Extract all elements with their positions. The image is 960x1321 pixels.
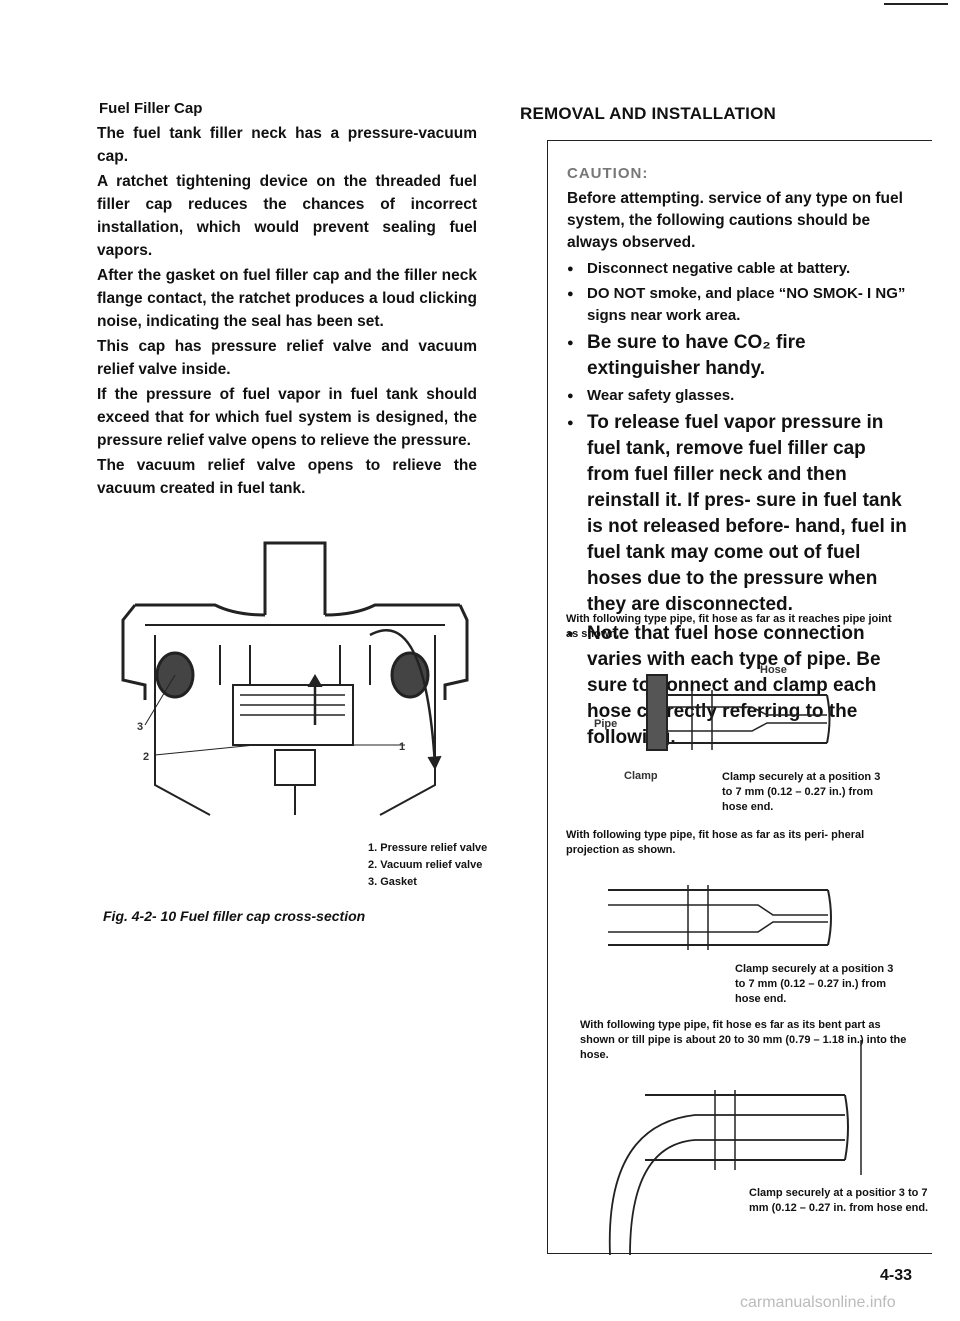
paragraph: This cap has pressure relief valve and v… <box>97 338 477 378</box>
diagram2-clamp-note: Clamp securely at a position 3 to 7 mm (… <box>735 963 894 1005</box>
list-item: DO NOT smoke, and place “NO SMOK- I NG” … <box>567 283 911 327</box>
hose-peripheral-projection-diagram <box>608 885 832 950</box>
caution-label: CAUTION: <box>567 165 649 182</box>
callout-2: 2 <box>143 751 149 763</box>
callout-1: 1 <box>399 741 405 753</box>
paragraph: If the pressure of fuel vapor in fuel ta… <box>97 386 477 449</box>
list-item: To release fuel vapor pressure in fuel t… <box>567 410 911 618</box>
pipe-label: Pipe <box>594 718 617 730</box>
paragraph: After the gasket on fuel filler cap and … <box>97 267 477 330</box>
list-item: Disconnect negative cable at battery. <box>567 258 911 280</box>
hose-pipe-joint-diagram: Hose Pipe Clamp <box>594 664 831 782</box>
figure-caption: Fig. 4-2- 10 Fuel filler cap cross-secti… <box>103 908 366 924</box>
diagram1-intro: With following type pipe, fit hose as fa… <box>566 613 892 640</box>
diagram2-intro: With following type pipe, fit hose as fa… <box>566 829 865 856</box>
watermark: carmanualsonline.info <box>740 1294 896 1311</box>
legend-item: 1. Pressure relief valve <box>368 842 488 854</box>
hose-bent-pipe-diagram <box>608 1040 862 1256</box>
diagram1-clamp-note: Clamp securely at a position 3 to 7 mm (… <box>722 771 881 813</box>
diagram3-intro: With following type pipe, fit hose es fa… <box>580 1019 907 1061</box>
paragraph: A ratchet tightening device on the threa… <box>97 173 477 259</box>
figure-legend: 1. Pressure relief valve 2. Vacuum relie… <box>368 840 487 891</box>
header-rule <box>884 3 948 5</box>
hose-label: Hose <box>760 664 787 676</box>
list-item: Wear safety glasses. <box>567 385 911 407</box>
caution-text: Before attempting. service of any type o… <box>567 190 903 251</box>
diagram3-clamp-note: Clamp securely at a positior 3 to 7 mm (… <box>749 1187 929 1214</box>
paragraph: The fuel tank filler neck has a pressure… <box>97 125 477 165</box>
callout-3: 3 <box>137 721 143 733</box>
section-title: Fuel Filler Cap <box>99 100 203 117</box>
left-column: Fuel Filler Cap The fuel tank filler nec… <box>97 100 477 502</box>
fuel-cap-cross-section-diagram: 1 2 3 <box>121 541 469 816</box>
legend-item: 3. Gasket <box>368 876 417 888</box>
list-item: Be sure to have CO₂ fire extinguisher ha… <box>567 330 911 382</box>
page-number: 4-33 <box>880 1267 913 1284</box>
paragraph: The vacuum relief valve opens to relieve… <box>97 457 477 497</box>
clamp-label: Clamp <box>624 770 658 782</box>
section-heading: REMOVAL AND INSTALLATION <box>520 104 777 123</box>
legend-item: 2. Vacuum relief valve <box>368 859 483 871</box>
